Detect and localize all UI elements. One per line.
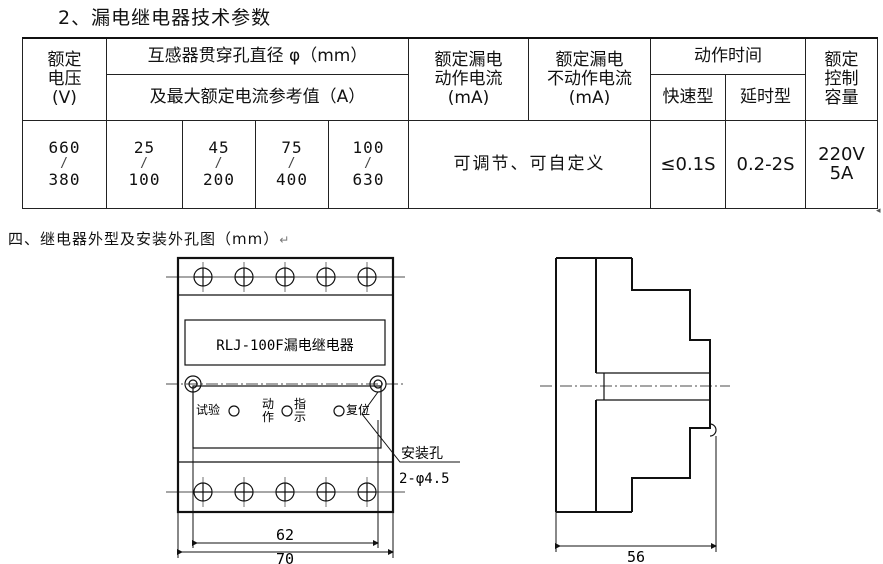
indicator-label-2: 示 xyxy=(294,410,306,424)
header-ct-hole: 互感器贯穿孔直径 φ（mm） xyxy=(106,36,409,75)
front-view xyxy=(166,256,460,514)
test-button-icon xyxy=(228,405,240,417)
reset-button-icon xyxy=(333,405,345,417)
edge-mark: ◂ xyxy=(876,206,881,216)
section-heading: 2、漏电继电器技术参数 xyxy=(58,7,272,29)
front-outline xyxy=(176,256,395,514)
cell-capacity: 220V 5A xyxy=(805,119,878,210)
return-mark: ↵ xyxy=(279,233,291,247)
spec-table: 额定 电压 (V) 互感器贯穿孔直径 φ（mm） 额定漏电 动作电流 (mA) … xyxy=(22,36,878,210)
cell-hole-1: 25/100 xyxy=(106,119,183,210)
cell-fast: ≤0.1S xyxy=(650,119,726,210)
action-label-2: 作 xyxy=(262,410,274,424)
top-terminals xyxy=(193,262,377,292)
indicator-label-1: 指 xyxy=(294,396,306,411)
dim-inner-label: 62 xyxy=(276,526,294,544)
header-max-current: 及最大额定电流参考值（A） xyxy=(106,73,409,121)
cell-hole-2: 45/200 xyxy=(182,119,256,210)
header-fast-type: 快速型 xyxy=(650,73,726,121)
header-rated-capacity: 额定 控制 容量 xyxy=(805,36,878,121)
cell-currents: 可调节、可自定义 xyxy=(408,119,651,210)
cell-hole-3: 75/400 xyxy=(255,119,329,210)
side-dimensions xyxy=(555,436,717,552)
front-dimensions xyxy=(177,420,394,558)
dim-outer-label: 70 xyxy=(276,550,294,564)
cell-delay: 0.2-2S xyxy=(725,119,806,210)
side-view xyxy=(540,257,730,513)
dim-depth-label: 56 xyxy=(627,548,645,564)
header-action-time: 动作时间 xyxy=(650,36,806,75)
header-leak-nonaction: 额定漏电 不动作电流 (mA) xyxy=(528,36,651,121)
mount-hole-label: 安装孔 xyxy=(401,446,443,462)
header-delay-type: 延时型 xyxy=(725,73,806,121)
mount-hole-right-inner xyxy=(373,379,383,389)
action-label-1: 动 xyxy=(262,397,274,411)
drawing-caption: 四、继电器外型及安装外孔图（mm）↵ xyxy=(8,230,291,248)
cell-hole-4: 100/630 xyxy=(328,119,409,210)
mount-leader xyxy=(361,391,460,463)
mount-hole-left xyxy=(184,375,202,393)
bottom-terminals xyxy=(193,477,377,507)
reset-label: 复位 xyxy=(346,402,370,417)
cell-voltage: 660/380 xyxy=(22,119,107,210)
test-label: 试验 xyxy=(196,402,220,417)
action-indicator-icon xyxy=(281,405,293,417)
mount-hole-spec: 2-φ4.5 xyxy=(399,471,450,487)
mount-hole-left-inner xyxy=(188,379,198,389)
model-label: RLJ-100F漏电继电器 xyxy=(216,338,353,354)
control-window xyxy=(192,385,382,449)
header-rated-voltage: 额定 电压 (V) xyxy=(22,36,107,121)
name-plate xyxy=(184,319,386,366)
